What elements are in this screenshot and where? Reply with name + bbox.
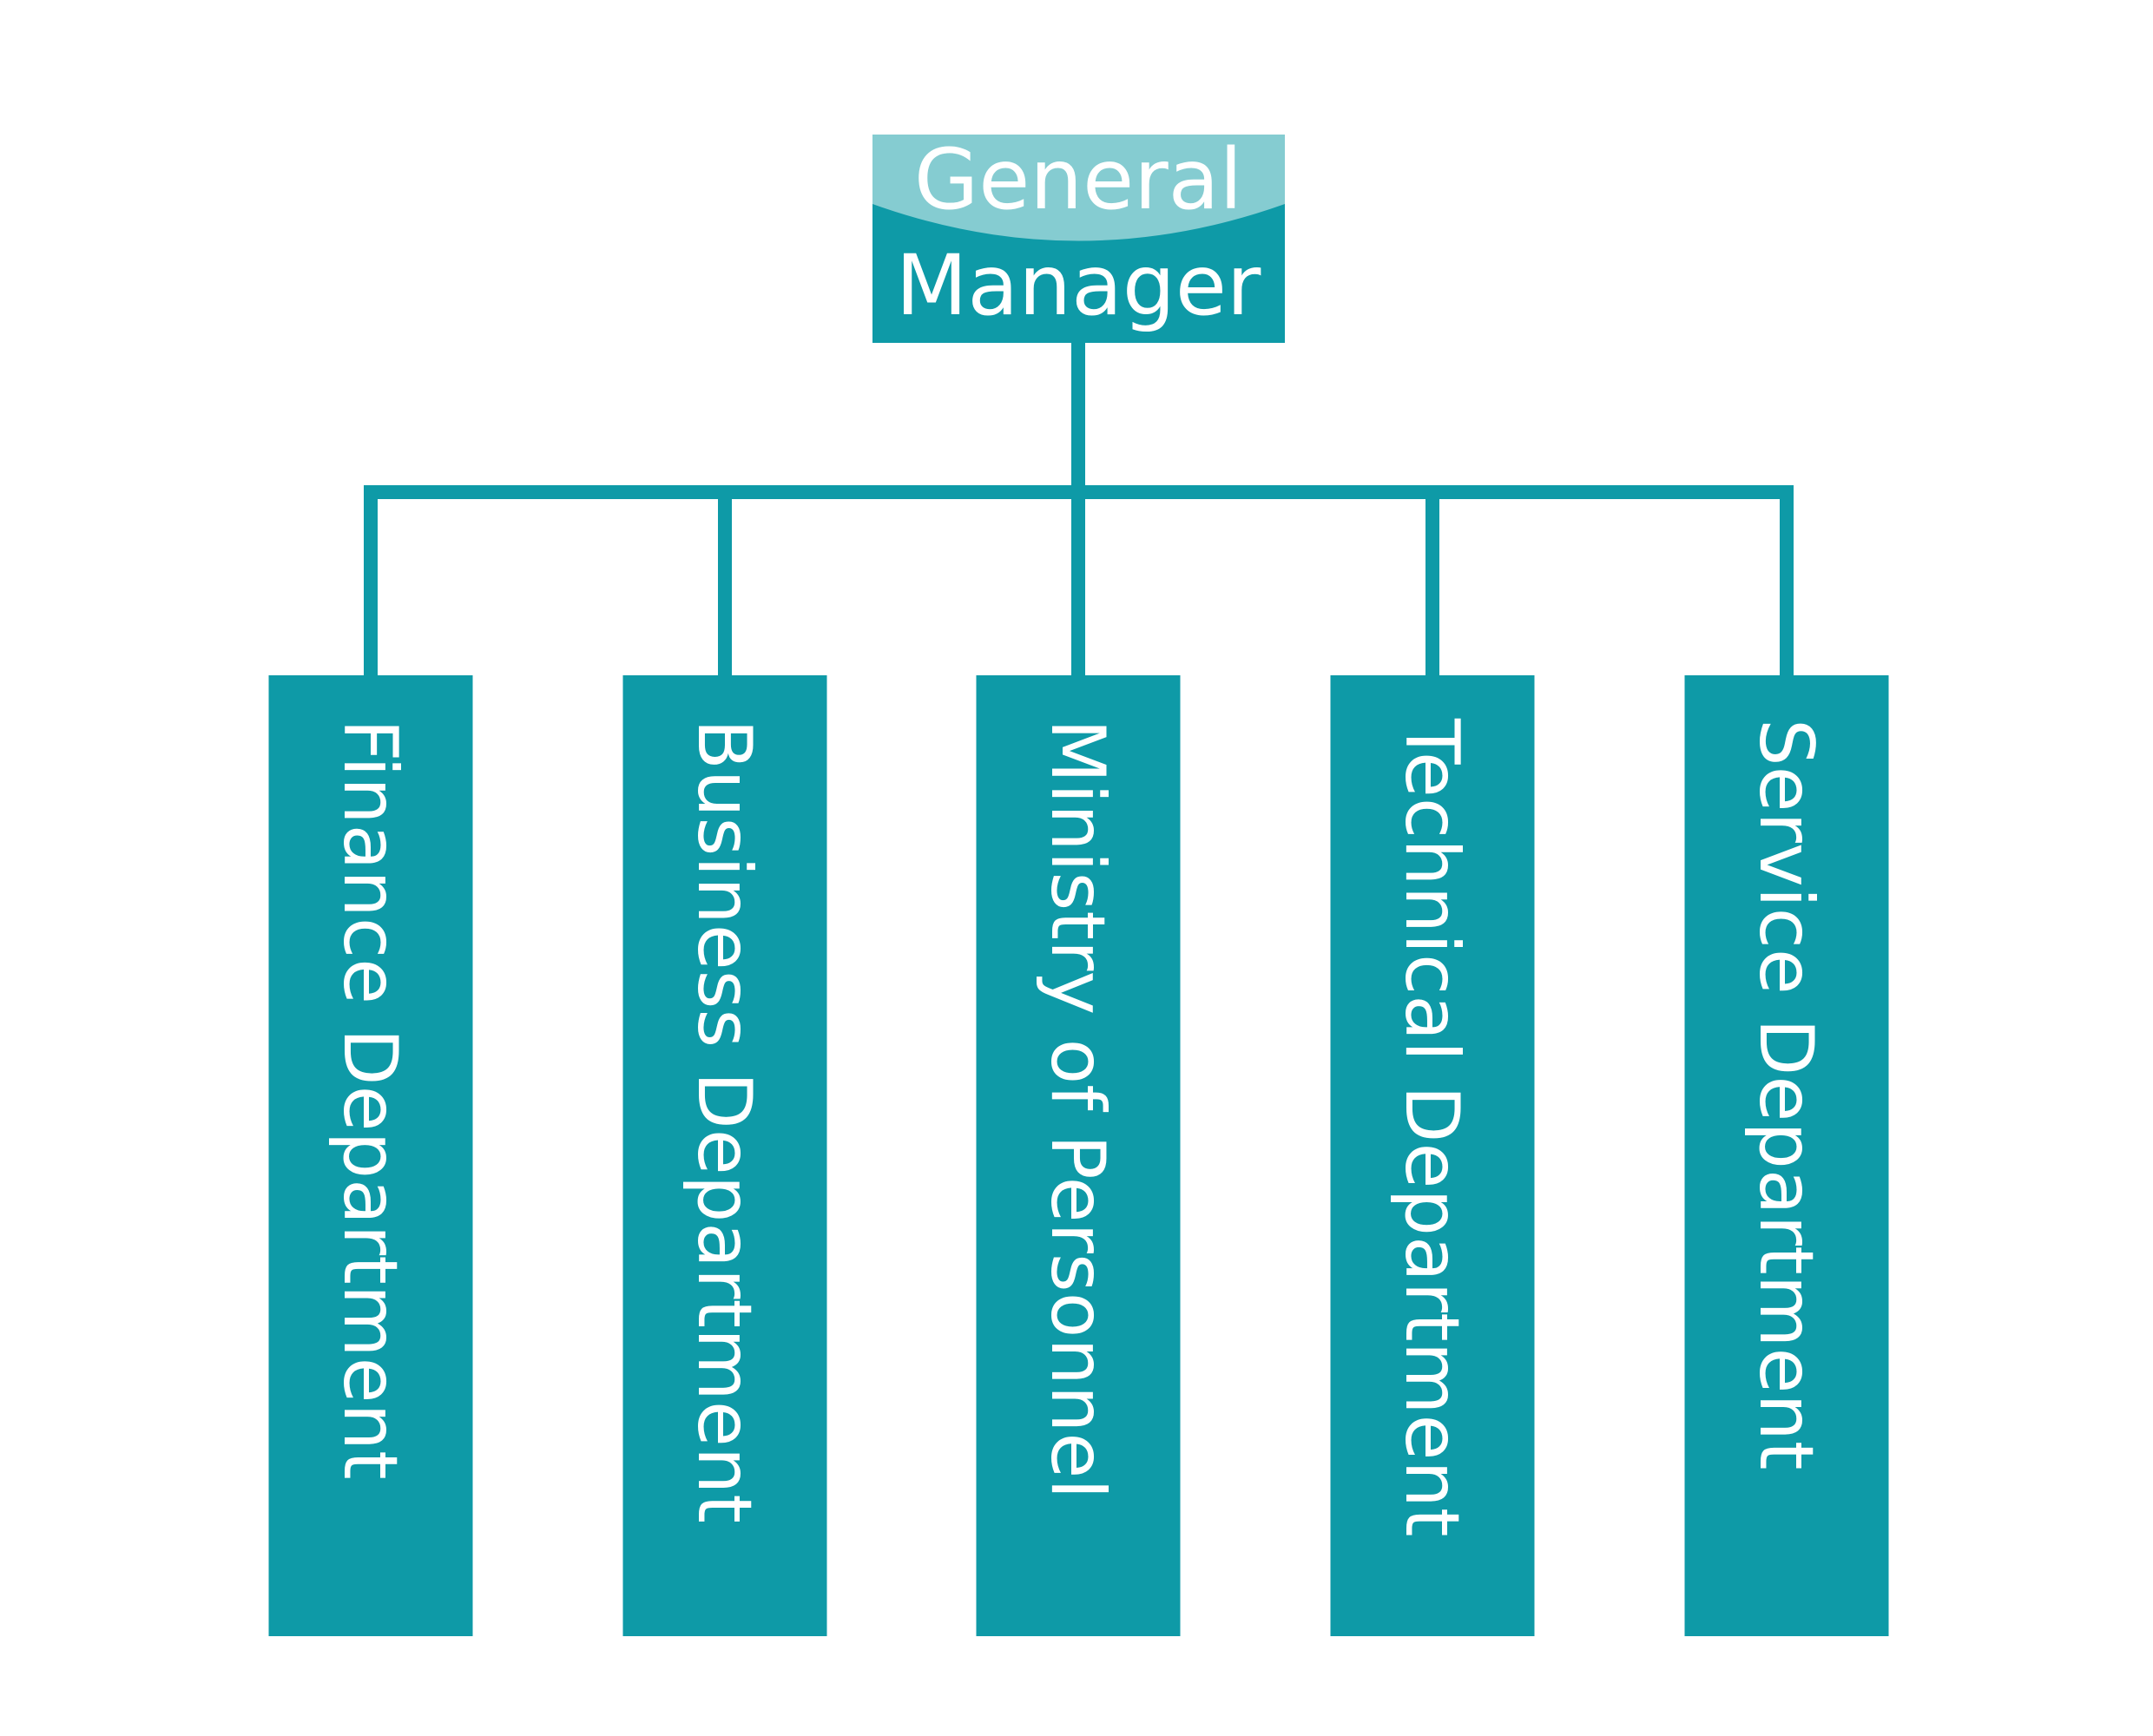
department-box (268, 675, 473, 1636)
department-box (976, 675, 1181, 1636)
department-box (622, 675, 827, 1636)
department-label: Technical Department (1388, 718, 1475, 1537)
department-node: Service Department (1684, 675, 1889, 1636)
root-title-line1: General (914, 131, 1242, 228)
department-label: Finance Department (326, 719, 413, 1480)
department-node: Finance Department (268, 675, 473, 1636)
department-nodes: Finance Department Business Department Min… (268, 675, 1889, 1636)
general-manager-node: General Manager (872, 131, 1285, 343)
root-highlight (872, 135, 1285, 241)
root-title-line2: Manager (896, 237, 1261, 334)
connectors (364, 343, 1794, 677)
department-node: Technical Department (1330, 675, 1535, 1636)
department-box (1330, 675, 1535, 1636)
department-node: Business Department (622, 675, 827, 1636)
department-node: Ministry of Personnel (976, 675, 1181, 1636)
department-label: Ministry of Personnel (1034, 719, 1121, 1499)
department-box (1684, 675, 1889, 1636)
department-label: Business Department (681, 719, 767, 1523)
department-label: Service Department (1742, 719, 1829, 1470)
